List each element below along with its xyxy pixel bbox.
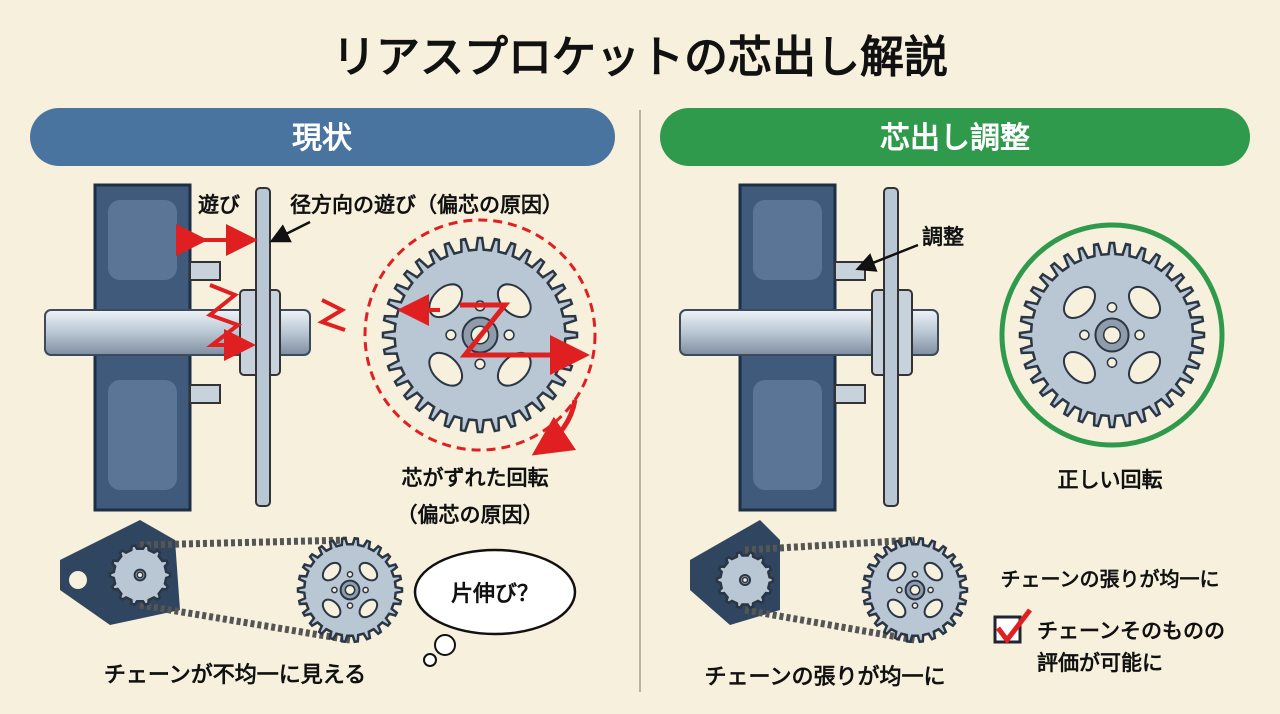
bolt-hole xyxy=(346,602,354,609)
center-hole xyxy=(1102,325,1122,345)
header-adjusted-label: 芯出し調整 xyxy=(880,121,1030,156)
center-hole xyxy=(741,576,749,584)
bolt-hole xyxy=(1106,357,1118,368)
thought-bubble: 片伸び？ xyxy=(413,548,577,667)
caption-even-tension: チェーンの張りが均一に xyxy=(705,664,946,690)
lightening-hole xyxy=(321,598,342,619)
sprocket-side-view xyxy=(883,187,899,507)
bolt-hole xyxy=(362,586,369,594)
lightening-hole xyxy=(1062,285,1096,319)
header-adjusted: 芯出し調整 xyxy=(660,108,1250,166)
bolt-hole xyxy=(1134,329,1145,341)
lightening-hole xyxy=(923,598,944,619)
bolt-hole xyxy=(1106,302,1118,313)
label-correct-rotation: 正しい回転 xyxy=(1058,468,1163,492)
center-hole xyxy=(909,584,921,596)
left-assembly xyxy=(44,183,347,512)
eccentric-circle xyxy=(363,218,597,452)
lightening-hole xyxy=(321,561,342,582)
thought-text: 片伸び？ xyxy=(451,582,539,607)
chain xyxy=(139,536,351,644)
lightening-hole xyxy=(1062,351,1096,385)
correct-circle xyxy=(999,222,1225,448)
label-eccentric-rotation: 芯がずれた回転 xyxy=(402,466,549,490)
check-icon xyxy=(996,608,1032,645)
bolt-hole xyxy=(896,586,903,594)
label-play: 遊び xyxy=(198,193,240,217)
bolt-hole xyxy=(331,586,338,594)
checkbox-checked xyxy=(993,608,1032,645)
check-text-line1: チェーンそのものの xyxy=(1037,619,1225,643)
label-eccentric-cause: （偏芯の原因） xyxy=(397,503,544,527)
bolt-hole xyxy=(1079,329,1090,341)
right-assembly xyxy=(679,183,939,512)
bolt-hole xyxy=(503,329,515,341)
caption-uneven-chain: チェーンが不均一に見える xyxy=(104,662,366,688)
bolt-hole xyxy=(474,358,486,370)
lightening-hole xyxy=(496,283,532,319)
lightening-hole xyxy=(1128,351,1162,385)
bolt-hole xyxy=(911,571,919,578)
eccentric-arrows xyxy=(397,294,590,456)
check-text-line2: 評価が可能に xyxy=(1037,651,1163,675)
bolt-top xyxy=(189,261,221,281)
bolt-top xyxy=(834,261,866,281)
lightening-hole xyxy=(358,598,379,619)
header-current-label: 現状 xyxy=(292,121,353,156)
header-current: 現状 xyxy=(30,108,615,166)
right-chain-drive xyxy=(690,520,969,644)
lightening-hole xyxy=(1128,285,1162,319)
lightening-hole xyxy=(886,598,907,619)
label-even-tension: チェーンの張りが均一に xyxy=(1001,567,1220,591)
bolt-hole xyxy=(346,571,354,578)
center-hole xyxy=(136,571,144,579)
label-adjust: 調整 xyxy=(922,225,964,249)
bolt-bottom xyxy=(189,384,221,404)
lightening-hole xyxy=(428,351,464,387)
pointer-arrow xyxy=(855,243,919,272)
label-radial-play: 径方向の遊び（偏芯の原因） xyxy=(290,193,563,217)
pointer-arrow xyxy=(269,220,311,243)
lightening-hole xyxy=(923,561,944,582)
left-chain-drive xyxy=(60,520,404,644)
page-title: リアスプロケットの芯出し解説 xyxy=(332,32,948,83)
sprocket-side-view xyxy=(255,187,271,507)
lightening-hole xyxy=(886,561,907,582)
zigzag-small xyxy=(317,298,347,332)
sprocket-centered xyxy=(1018,241,1206,429)
zigzag-arrow xyxy=(205,283,256,361)
bolt-hole xyxy=(445,329,457,341)
bolt-bottom xyxy=(834,384,866,404)
lightening-hole xyxy=(358,561,379,582)
bolt-hole xyxy=(927,586,934,594)
bolt-hole xyxy=(911,602,919,609)
center-hole xyxy=(344,584,356,596)
